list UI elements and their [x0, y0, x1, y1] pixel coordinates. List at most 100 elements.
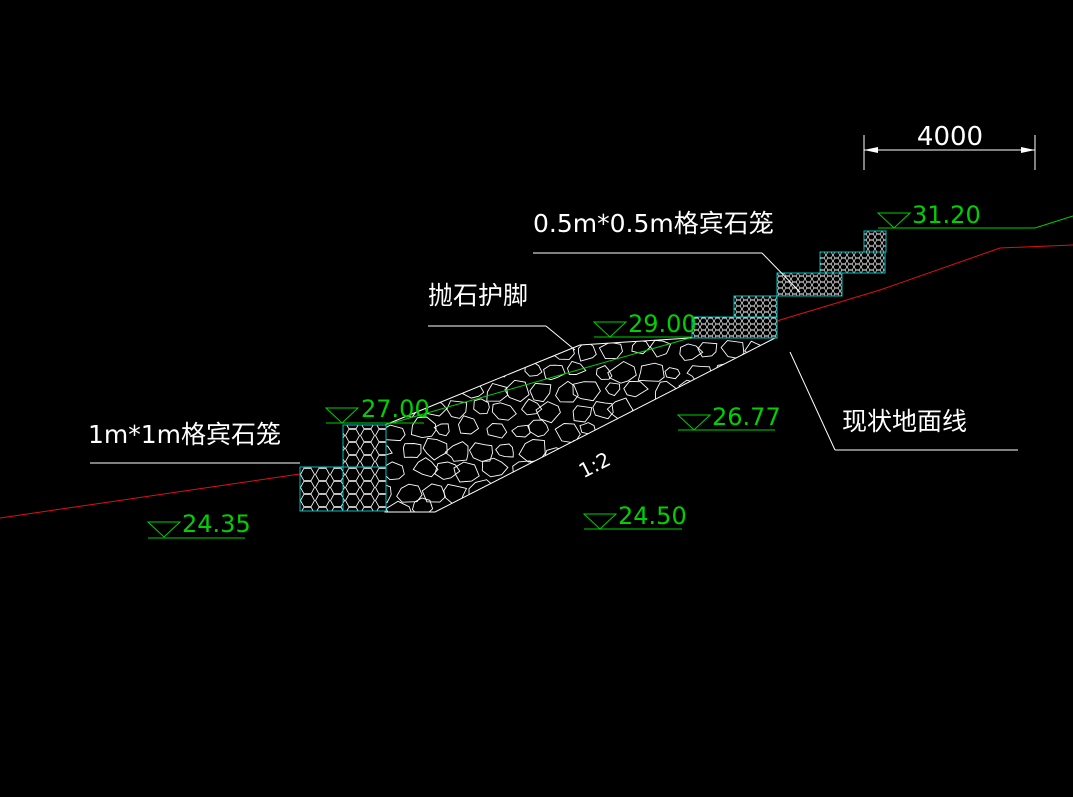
riprap-stone — [673, 464, 697, 482]
riprap-stone — [529, 382, 552, 403]
riprap-stone — [604, 382, 621, 397]
riprap-stone — [790, 479, 806, 493]
riprap-stone — [690, 401, 712, 422]
riprap-stone — [473, 398, 490, 415]
riprap-stone — [751, 377, 773, 394]
ground-line-callout: 现状地面线 — [789, 351, 1018, 451]
riprap-stone — [770, 494, 775, 512]
riprap-stone — [478, 340, 509, 360]
riprap-stone — [676, 418, 698, 436]
elevation-bottom: 24.50 — [582, 502, 687, 530]
elevation-left-label: 24.35 — [182, 510, 251, 538]
riprap-stone — [577, 500, 604, 512]
riprap-stone — [578, 339, 597, 362]
elevation-riprap-top: 29.00 — [592, 310, 697, 338]
riprap-stone — [791, 344, 815, 361]
riprap-stone — [569, 483, 590, 500]
riprap-stone — [402, 356, 425, 377]
riprap-stone — [649, 339, 672, 358]
riprap-stone — [555, 460, 576, 475]
riprap-stone — [771, 384, 775, 400]
riprap-stone — [541, 482, 565, 500]
riprap-stone — [733, 360, 757, 377]
elevation-mid-label: 26.77 — [712, 403, 781, 431]
riprap-stone — [766, 358, 775, 376]
riprap-stone — [662, 400, 684, 417]
riprap-stone — [613, 444, 635, 461]
riprap-stone — [494, 320, 514, 336]
slope-ratio-label: 1:2 — [575, 447, 615, 483]
riprap-stone — [480, 503, 501, 512]
riprap-stone — [644, 405, 665, 420]
riprap-stone — [567, 318, 589, 334]
riprap-stone — [789, 462, 814, 481]
riprap-stone — [697, 342, 718, 358]
riprap-stone — [774, 347, 775, 361]
riprap-stone — [659, 476, 683, 498]
riprap-stone — [721, 498, 739, 512]
riprap-stone — [506, 344, 523, 359]
elevation-mid: 26.77 — [676, 403, 781, 431]
riprap-stone — [421, 483, 446, 503]
riprap-stone — [521, 398, 543, 416]
riprap-stone — [412, 338, 433, 356]
riprap-stone — [709, 480, 729, 496]
small-gabion-label: 0.5m*0.5m格宾石笼 — [533, 209, 774, 238]
riprap-stone — [696, 379, 721, 398]
riprap-stone — [491, 402, 517, 421]
riprap-label: 抛石护脚 — [428, 281, 528, 310]
riprap-stone — [776, 362, 801, 384]
riprap-stone — [385, 360, 391, 377]
riprap-stone — [537, 458, 554, 477]
riprap-stone — [543, 364, 566, 381]
riprap-stone — [385, 461, 405, 481]
riprap-stone — [542, 338, 565, 343]
top-ground-line — [880, 215, 1073, 229]
riprap-stone — [421, 321, 446, 337]
riprap-stone — [637, 480, 660, 499]
riprap-stone — [589, 483, 614, 501]
riprap-stone — [781, 324, 803, 339]
riprap-stone — [504, 379, 530, 403]
riprap-stone — [791, 507, 810, 520]
riprap-stone — [486, 382, 509, 402]
riprap-stone — [388, 339, 410, 355]
riprap-stone — [714, 444, 737, 462]
riprap-stone — [620, 425, 645, 442]
elevation-top-label: 31.20 — [912, 201, 981, 229]
riprap-stone — [448, 360, 471, 382]
riprap-stone — [646, 416, 677, 437]
riprap-stone — [495, 443, 514, 458]
riprap-stone — [572, 381, 601, 402]
riprap-stone — [486, 423, 508, 439]
riprap-stone — [420, 364, 442, 381]
riprap-stone — [747, 494, 775, 512]
elevation-gabion-top-label: 27.00 — [361, 395, 430, 423]
riprap-stone — [428, 340, 453, 360]
riprap-stone — [637, 362, 665, 382]
riprap-stone — [457, 499, 487, 512]
riprap-stone — [402, 443, 422, 458]
riprap-stone — [755, 440, 775, 461]
riprap-stone — [687, 481, 718, 501]
riprap-stone — [567, 360, 587, 376]
elevation-riprap-top-label: 29.00 — [628, 310, 697, 338]
riprap-stone — [468, 442, 493, 462]
riprap-stone — [723, 465, 741, 481]
riprap-stone — [654, 456, 682, 477]
riprap-stone — [422, 437, 448, 461]
riprap-stone — [510, 338, 538, 344]
riprap-stone — [507, 502, 530, 512]
riprap-stone — [385, 338, 396, 339]
riprap-callout: 抛石护脚 — [428, 281, 576, 351]
small-gabions — [691, 230, 887, 339]
riprap-stone — [440, 506, 458, 512]
riprap-stone — [689, 441, 714, 461]
riprap-stone — [433, 423, 450, 437]
riprap-stone — [666, 443, 685, 458]
riprap-stone — [664, 367, 681, 380]
small-gabion-callout: 0.5m*0.5m格宾石笼 — [533, 209, 801, 293]
riprap-stone — [783, 406, 809, 423]
